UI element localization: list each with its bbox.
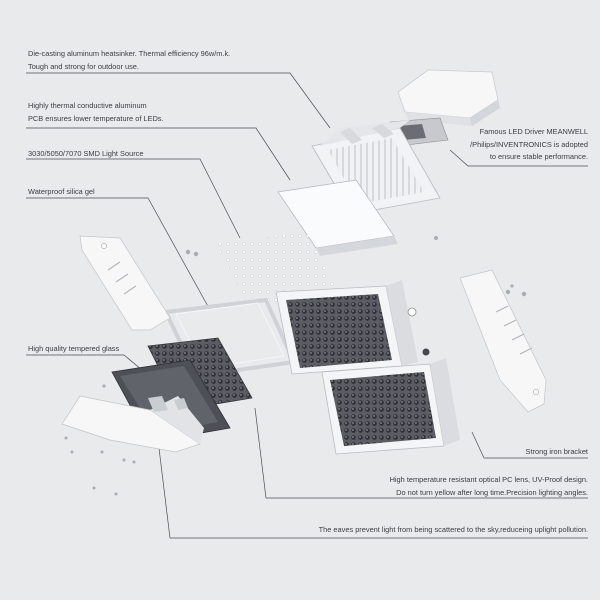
callout-lens-line1: High temperature resistant optical PC le… — [389, 475, 588, 484]
callout-bracket-line1: Strong iron bracket — [525, 447, 588, 456]
callout-eaves-line1: The eaves prevent light from being scatt… — [318, 525, 588, 534]
right-bracket-arm — [459, 269, 547, 413]
leader-led — [26, 158, 241, 239]
leader-gel — [26, 197, 211, 311]
callout-heatsink-line1: Die-casting aluminum heatsinker. Thermal… — [28, 49, 231, 58]
callout-eaves: The eaves prevent light from being scatt… — [319, 524, 588, 537]
callout-glass-line1: High quality tempered glass — [28, 344, 120, 353]
callout-lens: High temperature resistant optical PC le… — [390, 474, 588, 499]
callout-gel: Waterproof silica gel — [28, 186, 95, 199]
leader-lines — [26, 72, 588, 539]
callout-pcb: Highly thermal conductive aluminum PCB e… — [28, 100, 164, 125]
leader-heatsink — [26, 72, 331, 129]
aluminum-pcb — [277, 179, 398, 256]
callout-driver: Famous LED Driver MEANWELL /Philips/INVE… — [470, 126, 588, 164]
left-bracket-arm — [79, 235, 171, 331]
callout-lens-line2: Do not turn yellow after long time.Preci… — [396, 487, 588, 497]
callout-bracket: Strong iron bracket — [526, 446, 588, 459]
callout-heatsink: Die-casting aluminum heatsinker. Thermal… — [28, 48, 230, 73]
callout-driver-line3: to ensure stable performance. — [489, 152, 588, 161]
screws — [64, 236, 527, 496]
callout-led: 3030/5050/7070 SMD Light Source — [28, 148, 143, 161]
callout-pcb-line2: PCB ensures lower temperature of LEDs. — [28, 113, 164, 123]
leader-eaves — [157, 439, 588, 539]
led-driver-housing — [397, 69, 500, 126]
leader-bracket — [471, 431, 588, 459]
leader-lens — [254, 407, 588, 499]
eaves-visor — [61, 395, 204, 453]
smd-led-array — [216, 232, 338, 306]
leader-driver — [449, 149, 588, 167]
callout-pcb-line1: Highly thermal conductive aluminum — [28, 101, 147, 110]
callout-heatsink-line2: Tough and strong for outdoor use. — [28, 61, 139, 71]
callout-gel-line1: Waterproof silica gel — [28, 187, 95, 196]
callout-driver-line2: /Philips/INVENTRONICS is adopted — [470, 139, 588, 149]
leader-pcb — [26, 127, 291, 181]
callout-glass: High quality tempered glass — [28, 343, 119, 356]
callout-led-line1: 3030/5050/7070 SMD Light Source — [28, 149, 144, 158]
callout-driver-line1: Famous LED Driver MEANWELL — [479, 127, 588, 136]
main-lamp-body — [275, 280, 460, 455]
